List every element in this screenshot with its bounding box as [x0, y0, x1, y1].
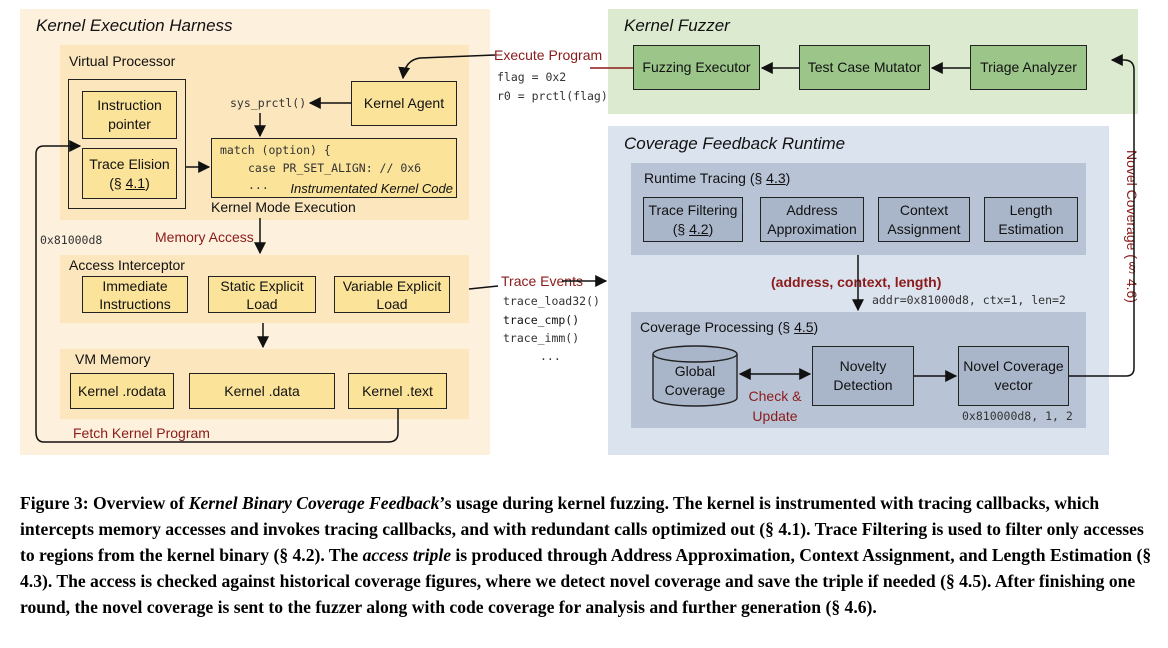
kernel-agent-box: Kernel Agent: [351, 81, 457, 126]
figure-caption: Figure 3: Overview of Kernel Binary Cove…: [20, 490, 1152, 620]
access-triple-values: addr=0x81000d8, ctx=1, len=2: [872, 293, 1066, 307]
novel-vector-values: 0x810000d8, 1, 2: [962, 409, 1073, 423]
instrumented-code-label: Instrumentated Kernel Code: [290, 181, 453, 196]
kernel-mode-execution-label: Kernel Mode Execution: [211, 199, 356, 215]
caption-body-2: is produced through Address Approximatio…: [20, 545, 1152, 617]
trace-cmp-line: trace_cmp(): [503, 313, 580, 327]
kernel-rodata-label: Kernel .rodata: [78, 382, 166, 399]
coverage-processing-label: Coverage Processing (§ 4.5): [640, 319, 819, 335]
caption-body-1: ’s usage during kernel fuzzing. The kern…: [20, 493, 1144, 565]
static-explicit-load-box: Static Explicit Load: [208, 276, 316, 313]
triage-analyzer-label: Triage Analyzer: [980, 59, 1077, 75]
triage-analyzer-box: Triage Analyzer: [970, 45, 1087, 90]
trace-elision-box: Trace Elision (§ 4.1): [82, 148, 177, 199]
novelty-detection-label: Novelty Detection: [833, 358, 893, 393]
trace-events-label: Trace Events: [501, 273, 583, 289]
trace-filtering-ref: (§ 4.2): [672, 220, 714, 237]
r0-line: r0 = prctl(flag): [497, 89, 608, 103]
immediate-instructions-box: Immediate Instructions: [82, 276, 188, 313]
kernel-agent-label: Kernel Agent: [363, 95, 445, 111]
kernel-rodata-box: Kernel .rodata: [70, 373, 174, 409]
caption-lead: Figure 3: Overview of: [20, 493, 189, 513]
novel-coverage-vector-box: Novel Coverage vector: [958, 346, 1069, 406]
code-line-1: match (option) {: [220, 143, 331, 157]
vm-memory-label: VM Memory: [75, 351, 151, 367]
caption-body-italic: access triple: [362, 545, 452, 565]
trace-imm-line: trace_imm(): [503, 331, 580, 345]
kernel-text-label: Kernel .text: [362, 382, 433, 399]
context-assignment-box: Context Assignment: [878, 197, 970, 242]
fetch-kernel-program-label: Fetch Kernel Program: [73, 425, 210, 441]
variable-explicit-load-label: Variable Explicit Load: [342, 277, 442, 312]
check-update-label: Check & Update: [748, 388, 802, 424]
global-coverage-cylinder: [652, 345, 738, 407]
code-line-2: case PR_SET_ALIGN: // 0x6: [248, 161, 422, 175]
fuzzer-title: Kernel Fuzzer: [624, 16, 730, 35]
trace-load32-line: trace_load32(): [503, 294, 600, 308]
virtual-processor-label: Virtual Processor: [69, 53, 176, 69]
global-coverage-label: Global Coverage: [664, 363, 726, 398]
instrumented-code-box: match (option) { case PR_SET_ALIGN: // 0…: [211, 138, 457, 198]
trace-filtering-label: Trace Filtering: [648, 201, 738, 218]
kernel-text-box: Kernel .text: [348, 373, 447, 409]
novelty-detection-box: Novelty Detection: [812, 346, 914, 406]
fuzzing-executor-box: Fuzzing Executor: [633, 45, 760, 90]
trace-elision-label: Trace Elision: [89, 155, 170, 172]
memory-access-label: Memory Access: [155, 229, 254, 245]
address-left: 0x81000d8: [40, 233, 103, 247]
immediate-instructions-label: Immediate Instructions: [99, 277, 171, 312]
address-approximation-box: Address Approximation: [760, 197, 864, 242]
length-estimation-label: Length Estimation: [998, 201, 1064, 237]
variable-explicit-load-box: Variable Explicit Load: [334, 276, 450, 313]
trace-dots: ...: [540, 349, 561, 363]
access-triple-label: (address, context, length): [771, 274, 942, 290]
length-estimation-box: Length Estimation: [984, 197, 1078, 242]
code-line-3: ...: [248, 178, 269, 192]
harness-title: Kernel Execution Harness: [36, 16, 233, 35]
novel-coverage-side-label: Novel Coverage (§ 4.6): [1124, 150, 1140, 303]
instruction-pointer-box: Instruction pointer: [82, 91, 177, 139]
test-case-mutator-box: Test Case Mutator: [799, 45, 930, 90]
connector-arrows: [35, 54, 1135, 443]
address-approximation-label: Address Approximation: [767, 201, 857, 237]
caption-lead-italic: Kernel Binary Coverage Feedback: [188, 493, 440, 513]
access-interceptor-label: Access Interceptor: [69, 257, 185, 273]
static-explicit-load-label: Static Explicit Load: [220, 277, 304, 312]
sys-prctl-call: sys_prctl(): [230, 96, 307, 110]
trace-elision-ref: (§ 4.1): [109, 174, 150, 191]
virtual-processor-frame: [68, 79, 186, 209]
kernel-data-label: Kernel .data: [224, 382, 300, 399]
flag-line: flag = 0x2: [497, 70, 567, 84]
runtime-title: Coverage Feedback Runtime: [624, 134, 846, 153]
trace-filtering-box: Trace Filtering (§ 4.2): [643, 197, 743, 242]
fuzzing-executor-label: Fuzzing Executor: [642, 59, 751, 75]
execute-program-label: Execute Program: [494, 47, 603, 63]
test-case-mutator-label: Test Case Mutator: [807, 59, 922, 75]
kernel-data-box: Kernel .data: [189, 373, 335, 409]
runtime-tracing-label: Runtime Tracing (§ 4.3): [644, 170, 791, 186]
novel-coverage-vector-label: Novel Coverage vector: [963, 358, 1064, 393]
context-assignment-label: Context Assignment: [887, 201, 961, 237]
instruction-pointer-label: Instruction pointer: [97, 97, 162, 132]
